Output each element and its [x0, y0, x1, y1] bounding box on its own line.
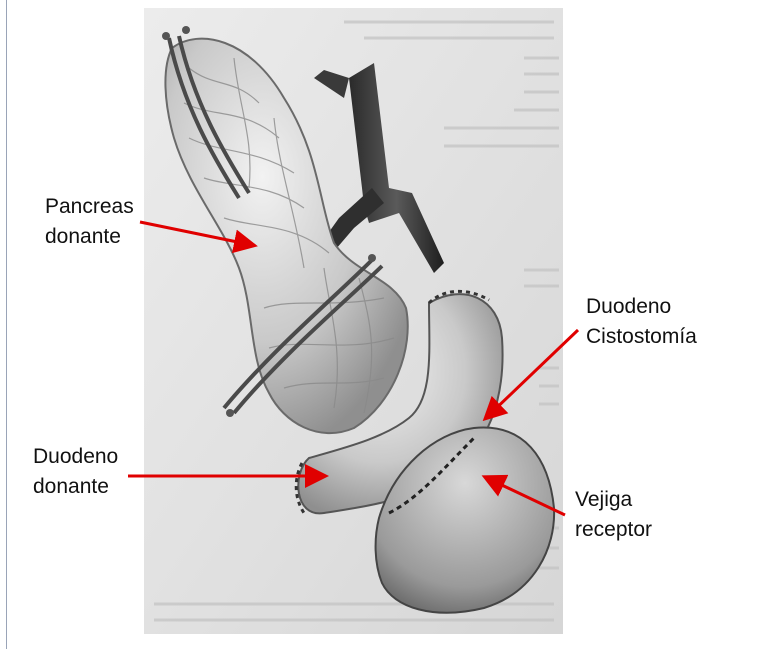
arrow-duodeno-cistostomia [487, 330, 578, 417]
arrow-pancreas-donante [140, 222, 252, 245]
arrow-vejiga-receptor [487, 478, 565, 515]
